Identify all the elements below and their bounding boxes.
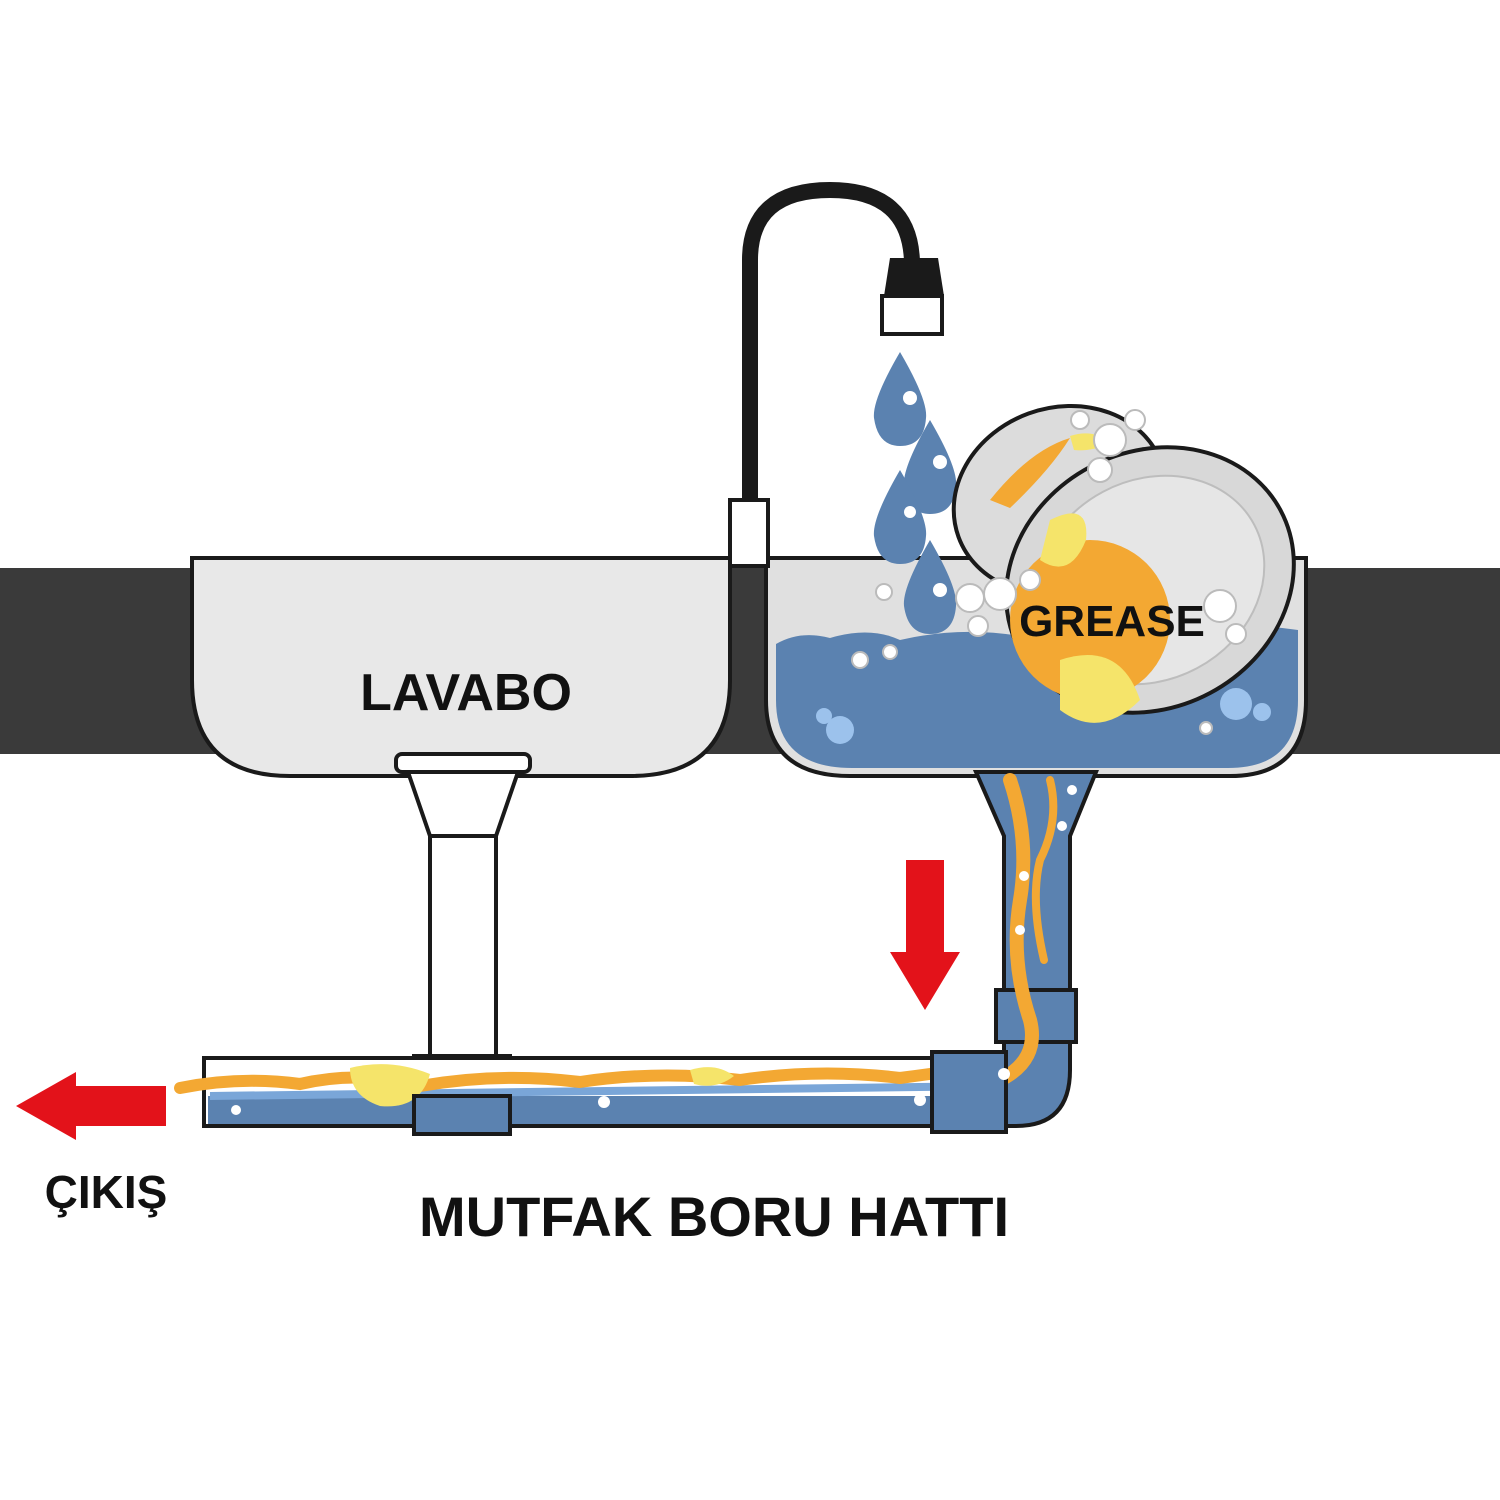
faucet-icon: [728, 181, 944, 568]
left-drain-pipe: [394, 752, 532, 1080]
right-drain-pipe: [934, 770, 1099, 1128]
outlet-label: ÇIKIŞ: [45, 1166, 168, 1218]
diagram-title: MUTFAK BORU HATTI: [419, 1185, 1009, 1248]
water-drop-icon: [873, 352, 957, 634]
horizontal-main-pipe: [174, 1050, 1010, 1136]
down-arrow-icon: [890, 860, 960, 1010]
left-sink-basin: [190, 556, 732, 778]
dirty-plate-icon: [951, 403, 1296, 723]
water-bubbles: [816, 688, 1271, 815]
foam-bubbles: [851, 409, 1247, 735]
sink-label-lavabo: LAVABO: [360, 664, 572, 722]
left-arrow-icon: [16, 1072, 166, 1140]
grease-label: GREASE: [1019, 597, 1205, 646]
